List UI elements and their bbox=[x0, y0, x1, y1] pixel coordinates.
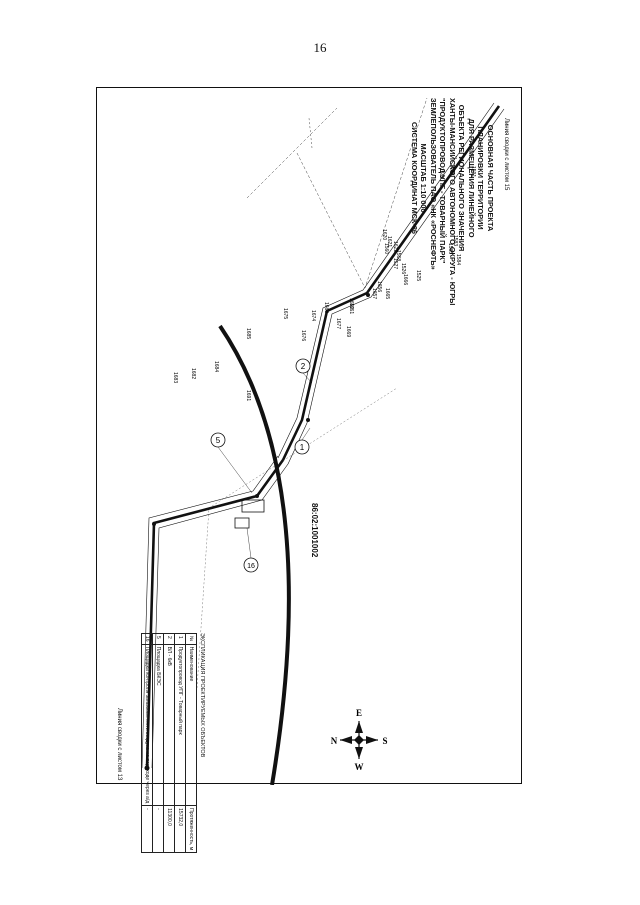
legend-cell: - bbox=[152, 805, 164, 853]
point-label: 1527 bbox=[392, 258, 398, 269]
point-label: 1621 bbox=[386, 236, 392, 247]
point-label: 1560 bbox=[383, 243, 389, 254]
platform-bkes bbox=[241, 499, 265, 513]
page-number: 16 bbox=[313, 40, 327, 55]
point-label: 1657 bbox=[371, 288, 377, 299]
point-label: 1676 bbox=[300, 330, 306, 341]
legend-cell: 1 bbox=[174, 633, 186, 645]
title-line: ЗЕМЛЕПОЛЬЗОВАТЕЛЬ ПАО «НК «РОСНЕФТЬ» bbox=[429, 98, 438, 270]
road-curve bbox=[218, 324, 291, 785]
title-line: СИСТЕМА КООРДИНАТ МСК-86 bbox=[410, 122, 419, 234]
point-label: 1622 bbox=[392, 241, 398, 252]
legend-cell: 2 bbox=[163, 633, 175, 645]
callout-5: 5 bbox=[210, 432, 226, 448]
point-label: 1674 bbox=[310, 310, 316, 321]
svg-text:5: 5 bbox=[216, 436, 221, 445]
point-label: 1669 bbox=[345, 326, 351, 337]
point-label: 1568 bbox=[395, 250, 401, 261]
point-label: 1691 bbox=[245, 390, 251, 401]
svg-text:E: E bbox=[356, 708, 362, 718]
point-label: 1662 bbox=[348, 298, 354, 309]
point-label: 1584 bbox=[455, 254, 461, 265]
point-label: 1665 bbox=[384, 288, 390, 299]
svg-text:2: 2 bbox=[301, 362, 306, 371]
legend-cell: Площадка контроля загазованности воздуха… bbox=[141, 644, 153, 806]
point-label: 1583 bbox=[452, 235, 458, 246]
title-line: ХАНТЫ-МАНСИЙСКОГО АВТОНОМНОГО ОКРУГА - Ю… bbox=[448, 98, 457, 306]
legend-cell: 15732,0 bbox=[174, 805, 186, 853]
dashed-boundary-line bbox=[308, 117, 313, 149]
point-label: 1666 bbox=[402, 274, 408, 285]
pipeline-corridor bbox=[141, 102, 505, 769]
legend-cell: Площадка БКЭС bbox=[152, 644, 164, 806]
legend-cell: Продуктопровод УПГ - Товарный парк bbox=[174, 644, 186, 806]
point-label: 1682 bbox=[190, 368, 196, 379]
svg-text:16: 16 bbox=[247, 563, 255, 570]
compass-rose-icon: E W N S bbox=[331, 708, 388, 772]
svg-text:1: 1 bbox=[300, 443, 305, 452]
point-label: 1668 bbox=[323, 302, 329, 313]
point-label: 1656 bbox=[376, 281, 382, 292]
point-label: 1620 bbox=[381, 229, 387, 240]
callout-2: 2 bbox=[295, 358, 311, 374]
map-drawing: 1 2 5 16 E W bbox=[141, 97, 505, 785]
legend-header-cell: Наименование bbox=[185, 644, 197, 806]
point-label: 1525 bbox=[415, 270, 421, 281]
legend-header-cell: Протяженность, м bbox=[185, 805, 197, 853]
point-label: 1677 bbox=[335, 318, 341, 329]
callout-1: 1 bbox=[294, 439, 310, 455]
title-line: ДЛЯ РАЗМЕЩЕНИЯ ЛИНЕЙНОГО bbox=[467, 118, 476, 238]
title-line: ПЛАНИРОВКИ ТЕРРИТОРИИ bbox=[476, 126, 486, 230]
legend-title: ЭКСПЛИКАЦИЯ ПРОЕКТИРУЕМЫХ ОБЪЕКТОВ bbox=[199, 633, 205, 758]
map-sheet: 1 2 5 16 E W bbox=[96, 87, 522, 853]
dashed-boundary-line bbox=[296, 97, 428, 289]
point-label: 1683 bbox=[172, 372, 178, 383]
point-label: 1685 bbox=[245, 328, 251, 339]
title-line: ОСНОВНАЯ ЧАСТЬ ПРОЕКТА bbox=[486, 124, 495, 232]
point-label: 1589 bbox=[438, 168, 444, 179]
match-line-sheet15: Линия сводки с листом 15 bbox=[503, 118, 509, 191]
legend-cell: 11300,0 bbox=[163, 805, 175, 853]
title-line: "ПРОДУКТОПРОВОД УПГ - ТОВАРНЫЙ ПАРК" bbox=[438, 98, 448, 264]
point-label: 1591 bbox=[470, 166, 476, 177]
point-label: 1585 bbox=[447, 243, 453, 254]
legend-cell: 5 bbox=[152, 633, 164, 645]
legend-cell: 16 bbox=[141, 633, 153, 645]
match-line-sheet13: Линия сводки с листом 13 bbox=[116, 708, 122, 781]
svg-text:W: W bbox=[355, 762, 364, 772]
point-label: 1675 bbox=[282, 308, 288, 319]
callout-16: 16 bbox=[243, 557, 259, 573]
platform-gas-control bbox=[234, 517, 250, 529]
point-label: 1590 bbox=[449, 164, 455, 175]
title-line: МАСШТАБ 1:10 000 bbox=[419, 143, 429, 213]
dashed-boundary-line bbox=[246, 107, 338, 199]
svg-text:S: S bbox=[382, 736, 387, 746]
point-label: 1526 bbox=[400, 263, 406, 274]
point-labels: 1525152615271560151415211592159315911590… bbox=[172, 164, 476, 401]
point-label: 1684 bbox=[213, 361, 219, 372]
legend-header-cell: № bbox=[185, 633, 197, 645]
cadastral-block-number: 86:02:1001002 bbox=[310, 503, 319, 558]
legend-cell: - bbox=[141, 805, 153, 853]
svg-text:N: N bbox=[331, 736, 338, 746]
point-label: 1661 bbox=[348, 303, 354, 314]
legend-cell: ВЛ - 6кВ bbox=[163, 644, 175, 806]
title-line: ОБЪЕКТА РЕГИОНАЛЬНОГО ЗНАЧЕНИЯ bbox=[457, 104, 467, 252]
